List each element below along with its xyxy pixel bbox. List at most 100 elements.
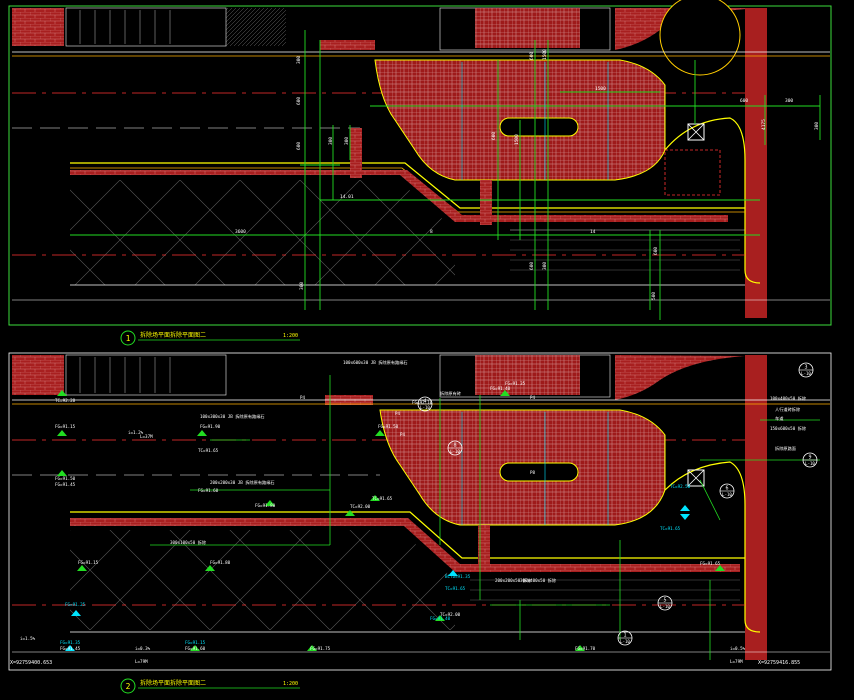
parking-area [70,180,455,285]
dimension-text: 600 [740,98,748,104]
note-text: 车道 [775,415,784,422]
note-text: L=37M [140,434,153,439]
note-text: 300x400x50 拆除 [520,577,557,584]
note-text: 300x100x50 拆除 [170,539,207,546]
dimension-text: 600 [529,262,535,270]
note-text: i=0.5% [730,646,746,651]
callout-number: 6 [725,486,728,492]
dimension-text: 300 [344,137,350,145]
cyan-label: FG=91.15 [185,640,206,645]
callout-number: 9 [808,455,811,461]
note-text: P4 [395,411,401,416]
plan-2-frame [8,352,832,671]
dimension-text: 14.01 [340,194,354,200]
dimension-text: 600 [653,247,659,255]
note-text: 100x600x30 JB 拆除原有路缘石 [343,359,408,366]
cyan-label: TC=91.65 [660,526,681,531]
note-text: L=79M [135,659,148,664]
elevation-text: FG=91.80 [210,560,231,565]
note-text: 拆除原有砖 [440,390,461,397]
cyan-label: FG=91.40 [430,616,451,621]
coord-right: X=92759416.855 [758,660,800,666]
elevation-text: FG=91.60 [198,488,219,493]
elevation-text: FG=91.60 [185,646,206,651]
elevation-text: FG=91.80 [255,503,276,508]
elevation-text: TC=91.65 [198,448,219,453]
elevation-text: FG=91.40 [490,386,511,391]
elevation-text: TC=92.28 [55,398,76,403]
plan-2-parking-area [70,530,455,630]
dimension-text: 4175 [761,119,767,130]
note-text: i=0.3% [135,646,151,651]
elevation-text: TC=92.00 [440,612,461,617]
cyan-label: BCTD=91.35 [445,574,471,579]
note-text: P8 [530,470,536,475]
callout-sheet: L-10 [450,449,460,454]
dimension-lines [70,30,821,320]
note-text: 150x600x50 拆除 [770,425,807,432]
note-text: 人行道砖拆除 [775,406,801,413]
plan-2-cyan-labels: BCTD=91.35TC=91.65TC=91.65FG=91.25FG=91.… [60,484,691,645]
plan-1-scale: 1:200 [283,333,298,339]
elevation-text: TC=92.00 [350,504,371,509]
dimension-text: 1500 [514,134,520,145]
callout-number: 8 [453,443,456,449]
elevation-text: FG=91.70 [575,646,596,651]
plan-1-frame [8,5,832,326]
dimension-text: 300 [328,137,334,145]
elevation-markers [57,390,725,651]
plan-1-number: 1 [126,334,131,343]
plan-2-sidewalk-right [745,355,767,660]
dimension-text: 300 [296,56,302,64]
plan-2-title: 拆除场平面拆除平面图二 [140,679,206,687]
cyan-label: FG=91.25 [65,602,86,607]
elevation-text: FG=92.10 [412,400,433,405]
elevation-text: FG=91.50 [55,476,76,481]
callout-sheet: L-10 [801,371,811,376]
elevation-text: FG=91.75 [310,646,331,651]
dimension-text: 8 [430,229,433,235]
note-text: i=1.2% [128,430,144,435]
callout-sheet: L-10 [420,405,430,410]
note-text: i=1.5% [20,636,36,641]
note-text: 200x200x50 拆除 [495,577,532,584]
elevation-text: FG=91.90 [200,424,221,429]
dimension-text: 300 [542,262,548,270]
corner-paving-right [615,8,760,50]
note-text: P4 [530,395,536,400]
elevation-text: FG=91.45 [55,482,76,487]
elevation-text: FG=91.35 [505,381,526,386]
elevation-text: FG=91.15 [55,424,76,429]
plan-1-title: 拆除场平面拆除平面图二 [140,331,206,339]
cyan-label: FG=91.35 [60,640,81,645]
dimension-text: 600 [529,52,535,60]
callout-sheet: L-10 [805,461,815,466]
leader-lines [150,375,820,660]
callout-number: 5 [663,598,666,604]
coord-left: X=92759400.653 [10,660,52,666]
callout-number: 3 [804,365,807,371]
callout-number: 4 [423,399,426,405]
dimension-text: 600 [296,142,302,150]
plan-2-number-circle [120,678,136,694]
curb-strip [70,170,728,222]
elevation-text: FG=91.65 [700,561,721,566]
note-text: 100x300x30 JB 拆除原有路缘石 [200,413,265,420]
note-text: 200x200x30 JB 拆除原有路缘石 [210,479,275,486]
note-text: 拆除原路面 [775,445,796,452]
dimension-text: 300 [785,98,793,104]
dimension-text: 1500 [542,49,548,60]
dimension-text: 300 [299,282,305,290]
plan-1-number-circle [120,330,136,346]
dimension-text: 600 [491,132,497,140]
note-text: L=79M [730,659,743,664]
note-text: P4 [300,395,306,400]
sidewalk-right [745,8,767,318]
